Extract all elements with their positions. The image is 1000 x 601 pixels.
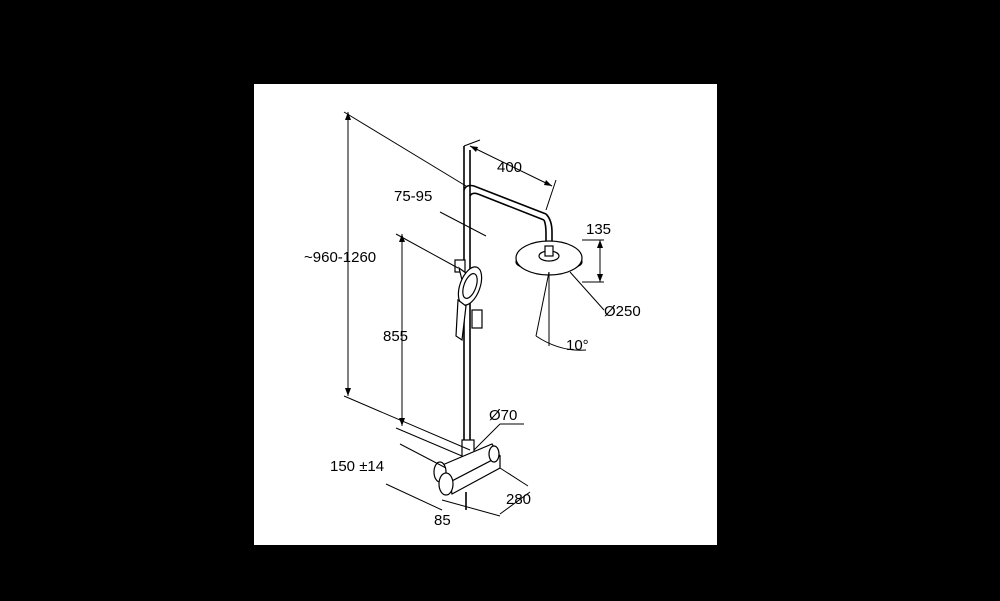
label-head-height: 135	[586, 221, 611, 238]
rain-shower-head	[515, 240, 583, 276]
label-diameter-head: Ø250	[604, 303, 641, 320]
label-arm-length: 400	[497, 159, 522, 176]
label-diameter-pipe: Ø70	[489, 407, 517, 424]
label-slide-distance: 75-95	[394, 188, 432, 205]
label-wall-distance: 150 ±14	[330, 458, 384, 475]
label-tilt-angle: 10°	[566, 337, 589, 354]
overhead-arm	[463, 184, 553, 252]
thermostat-mixer	[433, 439, 501, 510]
label-mixer-depth: 85	[434, 512, 451, 529]
label-hand-shower-height: 855	[383, 328, 408, 345]
dimension-arrows	[345, 112, 603, 426]
hand-shower	[454, 259, 483, 342]
label-total-height: ~960-1260	[304, 249, 376, 266]
label-depth: 280	[506, 491, 531, 508]
